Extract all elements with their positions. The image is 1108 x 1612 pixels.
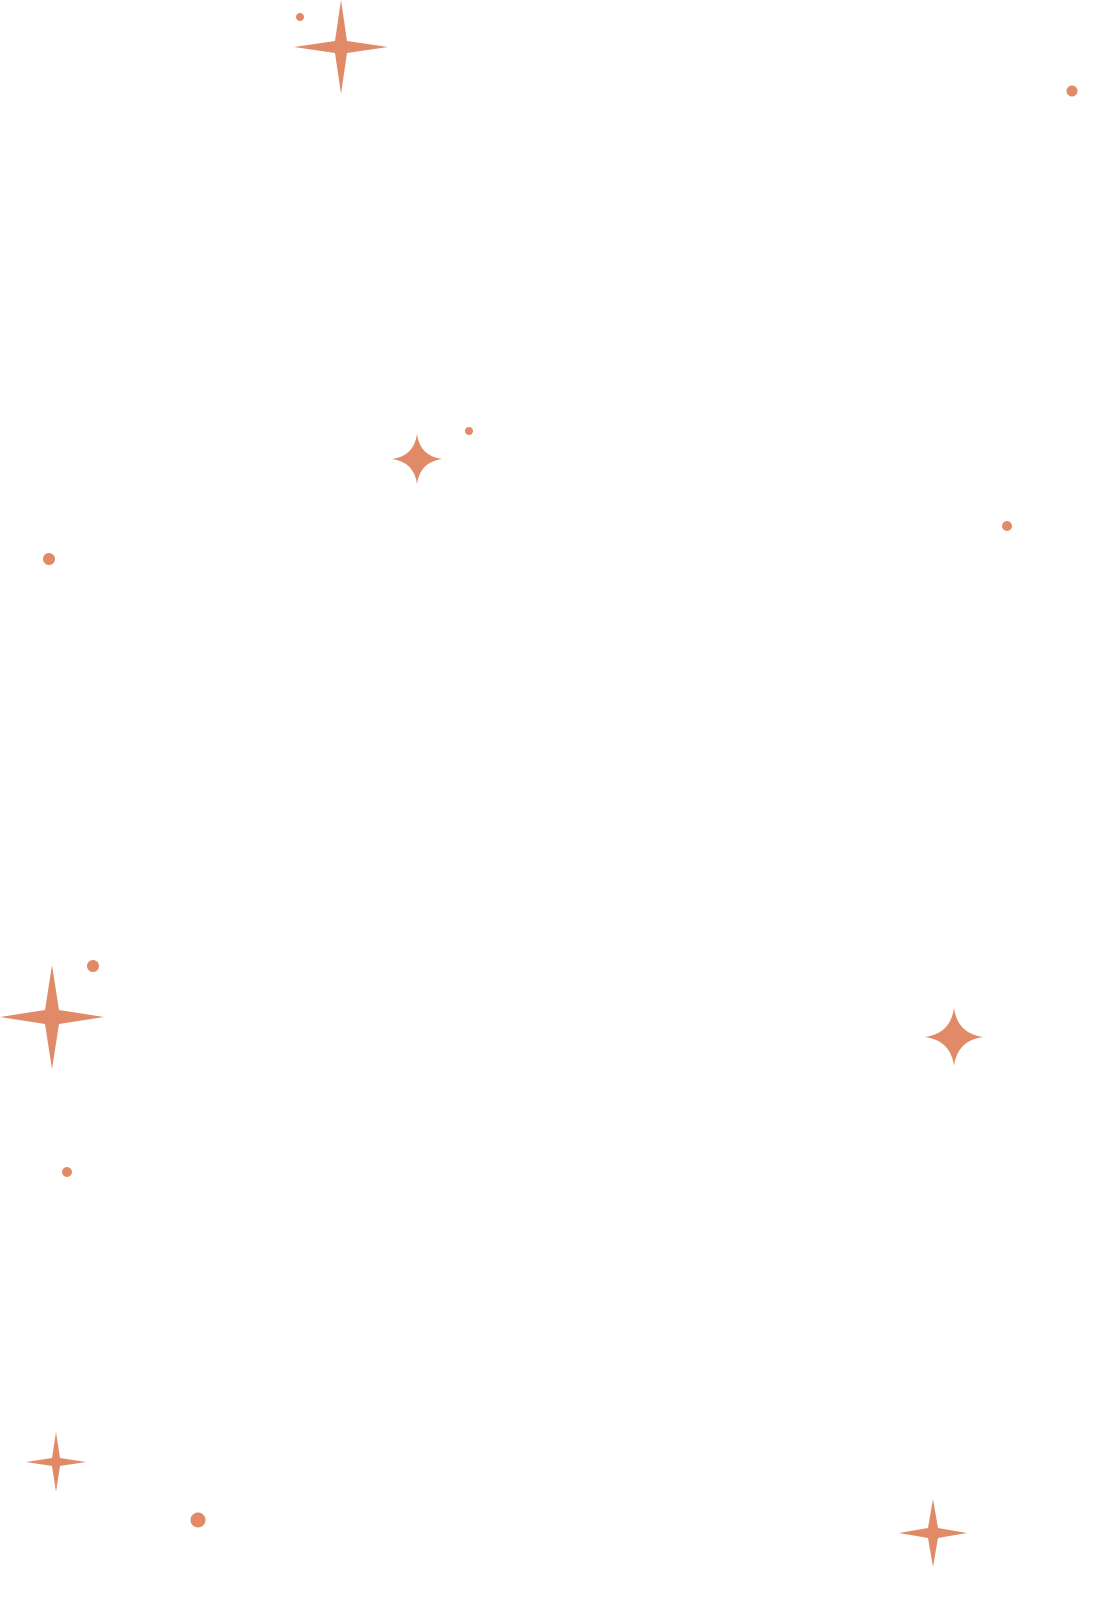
star-icon: [899, 1499, 967, 1567]
dot-icon: [296, 13, 304, 21]
star-icon: [26, 1432, 86, 1492]
dot-icon: [43, 553, 55, 565]
dot-icon: [62, 1167, 72, 1177]
star-icon: [0, 965, 104, 1069]
star-icon: [294, 0, 388, 94]
dot-icon: [465, 427, 473, 435]
dot-icon: [1066, 85, 1078, 97]
dot-icon: [1002, 521, 1012, 531]
dot-icon: [87, 960, 99, 972]
sparkle-icon: [392, 434, 442, 484]
dot-icon: [190, 1512, 206, 1528]
sparkle-icon: [925, 1008, 983, 1066]
